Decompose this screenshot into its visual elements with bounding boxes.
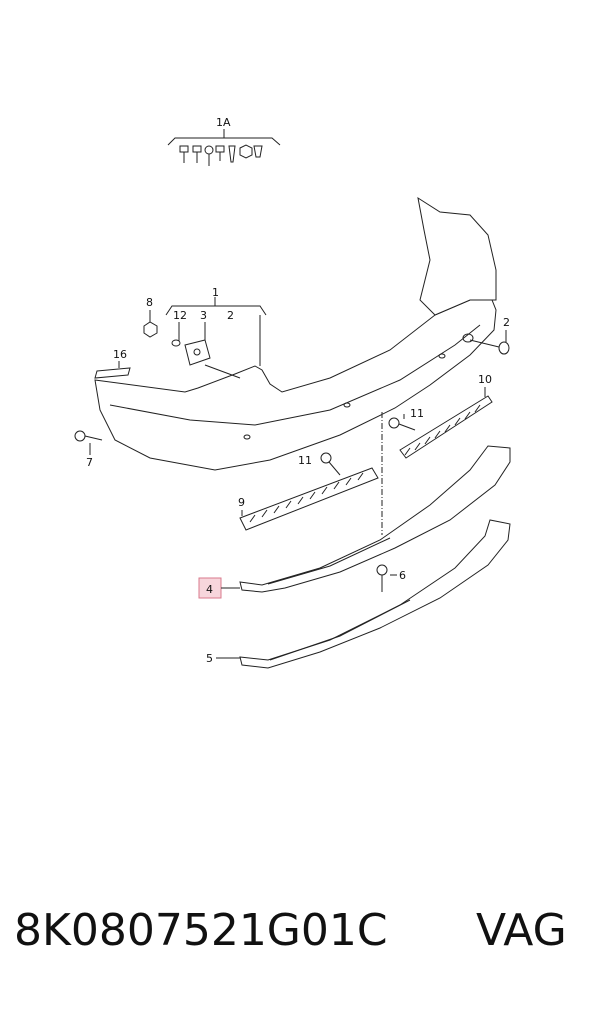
label-10: 10 xyxy=(478,373,492,386)
screw-icon xyxy=(179,145,189,163)
screw-icon xyxy=(388,417,416,431)
clip-icon xyxy=(228,145,236,163)
fastener-set-1A: 1A xyxy=(167,116,281,166)
screw-7: 7 xyxy=(74,430,103,469)
label-11-middle: 11 xyxy=(298,454,312,467)
bracket-strip-10: 10 xyxy=(399,373,493,459)
lower-valance-4: 4 xyxy=(198,445,511,599)
screw-icon xyxy=(215,145,225,161)
label-2-right: 2 xyxy=(503,316,510,329)
bracket-strip-9: 9 xyxy=(238,467,379,531)
screw-icon xyxy=(192,145,202,163)
screw-11-middle: 11 xyxy=(298,452,341,476)
grommet-2: 2 xyxy=(469,316,510,355)
label-3: 3 xyxy=(200,309,207,322)
label-7: 7 xyxy=(86,456,93,469)
parts-diagram: 1A 1 2 3 12 8 xyxy=(74,116,511,669)
nut-icon xyxy=(239,144,253,159)
bumper-cover xyxy=(94,196,497,471)
label-2: 2 xyxy=(227,309,234,322)
label-9: 9 xyxy=(238,496,245,509)
mounting-bracket-3 xyxy=(184,339,241,379)
bolt-icon xyxy=(204,145,214,166)
trim-strip-16: 16 xyxy=(94,348,131,379)
footer: 8K0807521G01C VAG xyxy=(14,905,594,985)
bracket-1: 1 2 3 12 xyxy=(165,286,267,366)
nut-8: 8 xyxy=(143,296,158,338)
label-1: 1 xyxy=(212,286,219,299)
screw-icon xyxy=(74,430,103,442)
brand-name: VAG xyxy=(476,905,567,956)
label-5: 5 xyxy=(206,652,213,665)
lower-spoiler-5: 5 xyxy=(206,519,511,669)
label-16: 16 xyxy=(113,348,127,361)
nut-icon xyxy=(143,321,158,338)
label-8: 8 xyxy=(146,296,153,309)
label-11-upper: 11 xyxy=(410,407,424,420)
label-1A: 1A xyxy=(216,116,231,129)
clip-icon xyxy=(253,145,263,158)
part-number: 8K0807521G01C xyxy=(14,905,388,956)
label-4: 4 xyxy=(206,583,213,596)
screw-icon xyxy=(320,452,341,476)
label-12: 12 xyxy=(173,309,187,322)
label-6: 6 xyxy=(399,569,406,582)
screw-icon xyxy=(376,564,388,592)
screw-6: 6 xyxy=(376,564,406,592)
washer-12 xyxy=(171,339,181,347)
screw-11-upper: 11 xyxy=(388,407,424,431)
